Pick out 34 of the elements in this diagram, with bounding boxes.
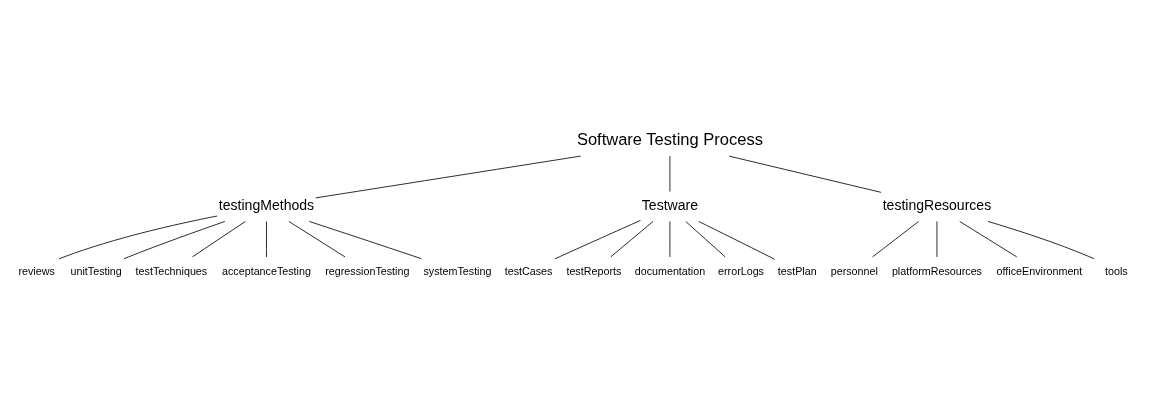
node-text: Software Testing Process bbox=[576, 130, 763, 150]
node-text: testingMethods bbox=[218, 196, 315, 213]
node-text: acceptanceTesting bbox=[222, 264, 311, 277]
node-text: testReports bbox=[566, 264, 622, 277]
connector bbox=[610, 221, 654, 258]
connector bbox=[192, 221, 246, 258]
node-text: officeEnvironment bbox=[996, 264, 1083, 277]
connector bbox=[123, 221, 226, 260]
node-text: testingResources bbox=[882, 196, 992, 213]
node-text: errorLogs bbox=[718, 264, 764, 277]
connector bbox=[987, 221, 1095, 260]
node-text: documentation bbox=[634, 264, 706, 277]
node-text: Testware bbox=[641, 196, 699, 213]
connector bbox=[959, 221, 1018, 258]
connector bbox=[685, 221, 726, 258]
connector bbox=[728, 155, 882, 193]
node-text: platformResources bbox=[891, 264, 982, 277]
node-text: systemTesting bbox=[423, 264, 492, 277]
connector bbox=[872, 221, 920, 258]
node-text: reviews bbox=[18, 264, 55, 277]
node-text: regressionTesting bbox=[325, 264, 410, 277]
connector bbox=[58, 215, 218, 260]
node-text: tools bbox=[1105, 264, 1128, 277]
node-text: testTechniques bbox=[135, 264, 208, 277]
connector bbox=[315, 155, 582, 199]
connector bbox=[554, 220, 641, 260]
node-text: testCases bbox=[504, 264, 553, 277]
connector bbox=[309, 221, 422, 260]
node-text: unitTesting bbox=[70, 264, 122, 277]
connector bbox=[288, 221, 346, 258]
connector bbox=[266, 221, 267, 258]
connector bbox=[698, 221, 776, 260]
node-text: testPlan bbox=[777, 264, 817, 277]
node-text: personnel bbox=[830, 264, 878, 277]
